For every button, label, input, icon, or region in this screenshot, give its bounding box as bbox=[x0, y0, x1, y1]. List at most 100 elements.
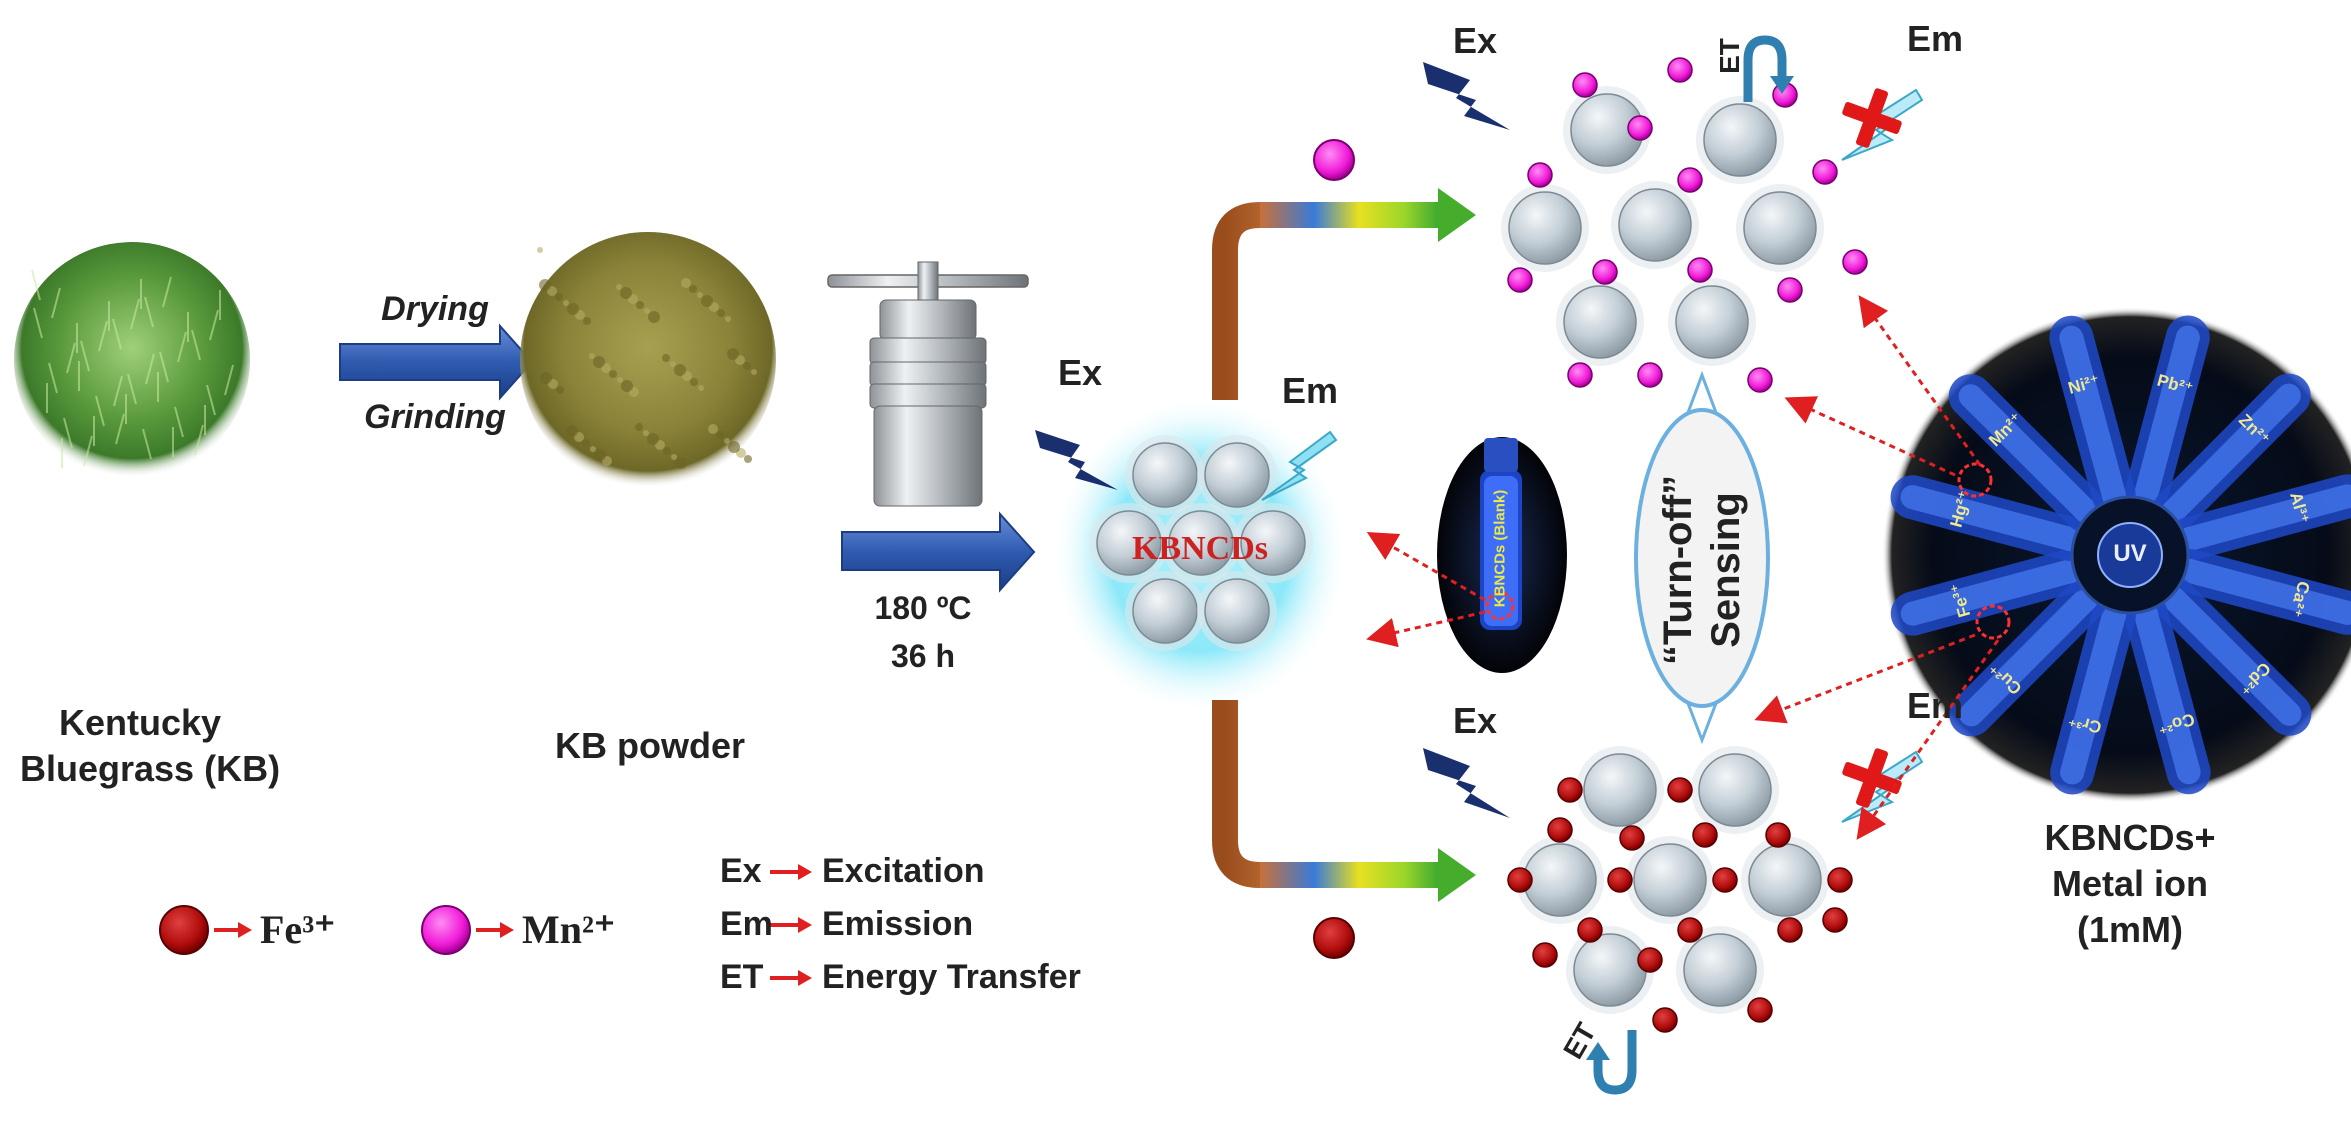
turn-off-sensing-badge bbox=[1634, 370, 1770, 745]
grass-blade bbox=[209, 309, 219, 341]
grass-blade bbox=[51, 287, 61, 319]
powder-speck bbox=[635, 423, 643, 431]
grass-blade bbox=[174, 406, 184, 438]
top-energy-transfer-arrow bbox=[1743, 35, 1794, 102]
powder-speck bbox=[716, 431, 724, 439]
legend-em-long: Emission bbox=[822, 905, 974, 943]
powder-speck bbox=[540, 372, 552, 384]
powder-speck bbox=[671, 454, 677, 460]
time-label: 36 h bbox=[890, 638, 956, 674]
legend-em-short: Em bbox=[720, 905, 773, 943]
powder-speck bbox=[563, 300, 569, 306]
grass-blade bbox=[206, 384, 216, 416]
bottom-excitation-bolt bbox=[1423, 748, 1510, 818]
fe-ion bbox=[1677, 917, 1703, 943]
legend-mn-ball bbox=[421, 905, 471, 955]
vial-glow bbox=[1900, 559, 2083, 626]
powder-photo bbox=[520, 232, 776, 488]
fe-ion-marker bbox=[1313, 917, 1355, 959]
grass-blade bbox=[191, 329, 201, 361]
powder-speck bbox=[727, 348, 739, 360]
upper-path-arrow bbox=[1212, 188, 1476, 400]
grass-blade bbox=[127, 373, 137, 405]
carbon-dot bbox=[1698, 753, 1772, 827]
vial-glow bbox=[2133, 325, 2200, 508]
bluegrass-photo bbox=[14, 242, 250, 478]
powder-speck bbox=[589, 353, 595, 359]
kbncds-cluster bbox=[1050, 395, 1350, 715]
grass-blade bbox=[80, 340, 90, 372]
powder-speck bbox=[616, 284, 622, 290]
legend-ex-short: Ex bbox=[720, 852, 762, 890]
fe-ion bbox=[1577, 917, 1603, 943]
legend-fe-label: Fe³⁺ bbox=[260, 907, 336, 952]
carbon-dot bbox=[1675, 285, 1749, 359]
vial-glow bbox=[2060, 602, 2127, 785]
powder-speck bbox=[566, 425, 578, 437]
powder-speck bbox=[583, 317, 591, 325]
uv-label: UV bbox=[2113, 540, 2147, 567]
vial-glow bbox=[1959, 586, 2099, 727]
fe-ion bbox=[1532, 942, 1558, 968]
powder-speck bbox=[556, 386, 564, 394]
grass-blade bbox=[177, 331, 187, 363]
mn-ion bbox=[1812, 159, 1838, 185]
carbon-dot bbox=[1508, 191, 1582, 265]
grass-blade bbox=[112, 318, 122, 350]
grass-blade bbox=[224, 364, 234, 396]
powder-speck bbox=[590, 446, 596, 452]
powder-speck bbox=[697, 292, 703, 298]
top-emission-blocked bbox=[1841, 88, 1924, 161]
powder-speck bbox=[698, 385, 704, 391]
photo-caption-line3: (1mM) bbox=[2077, 909, 2183, 950]
legend-mn-label: Mn²⁺ bbox=[522, 907, 616, 952]
powder-speck bbox=[620, 287, 632, 299]
fe-ion bbox=[1557, 777, 1583, 803]
powder-speck bbox=[689, 285, 697, 293]
powder-speck bbox=[675, 457, 687, 469]
carbon-dot bbox=[1703, 103, 1777, 177]
mn-ion bbox=[1777, 277, 1803, 303]
powder-speck bbox=[724, 438, 730, 444]
vial-glow bbox=[2177, 558, 2351, 625]
carbon-dot bbox=[1683, 933, 1757, 1007]
uv-vials-photo bbox=[1882, 307, 2351, 803]
grass-blade bbox=[142, 428, 152, 460]
mn-ion bbox=[1637, 362, 1663, 388]
powder-speck bbox=[644, 308, 650, 314]
grass-blade bbox=[159, 351, 169, 383]
legend-fe-ball bbox=[159, 905, 209, 955]
carbon-dot bbox=[1618, 188, 1692, 262]
legend-ex-arrow bbox=[770, 864, 812, 880]
powder-speck bbox=[728, 441, 740, 453]
sensing-label: “Turn-off” Sensing bbox=[1654, 440, 1750, 700]
vial-glow bbox=[2059, 325, 2126, 508]
powder-speck bbox=[647, 433, 659, 445]
fe-ion bbox=[1822, 907, 1848, 933]
powder-speck bbox=[617, 377, 623, 383]
grass-blade bbox=[63, 417, 73, 449]
powder-speck bbox=[743, 362, 751, 370]
legend-et-long: Energy Transfer bbox=[822, 958, 1081, 996]
powder-speck bbox=[539, 279, 551, 291]
grinding-label: Grinding bbox=[364, 398, 506, 436]
mn-ion bbox=[1842, 249, 1868, 275]
fe-ion bbox=[1747, 997, 1773, 1023]
powder-speck bbox=[636, 301, 644, 309]
photo-pointer-3 bbox=[1754, 633, 1976, 724]
photo-pointer-1 bbox=[1784, 396, 1956, 477]
legend-em-arrow bbox=[770, 917, 812, 933]
bottom-ex-label: Ex bbox=[1452, 700, 1498, 741]
grass-blade bbox=[66, 342, 76, 374]
carbon-dot bbox=[1563, 285, 1637, 359]
top-et-label: ET bbox=[1714, 38, 1745, 74]
powder-label: KB powder bbox=[554, 725, 745, 766]
mn-ion bbox=[1747, 367, 1773, 393]
bottom-emission-blocked bbox=[1841, 748, 1924, 823]
fe-ion bbox=[1827, 867, 1853, 893]
center-emission-bolt bbox=[1261, 430, 1338, 501]
powder-speck bbox=[555, 293, 563, 301]
kbncds-label: KBNCDs bbox=[1131, 530, 1269, 567]
powder-speck bbox=[593, 356, 605, 368]
fe-ion bbox=[1777, 917, 1803, 943]
